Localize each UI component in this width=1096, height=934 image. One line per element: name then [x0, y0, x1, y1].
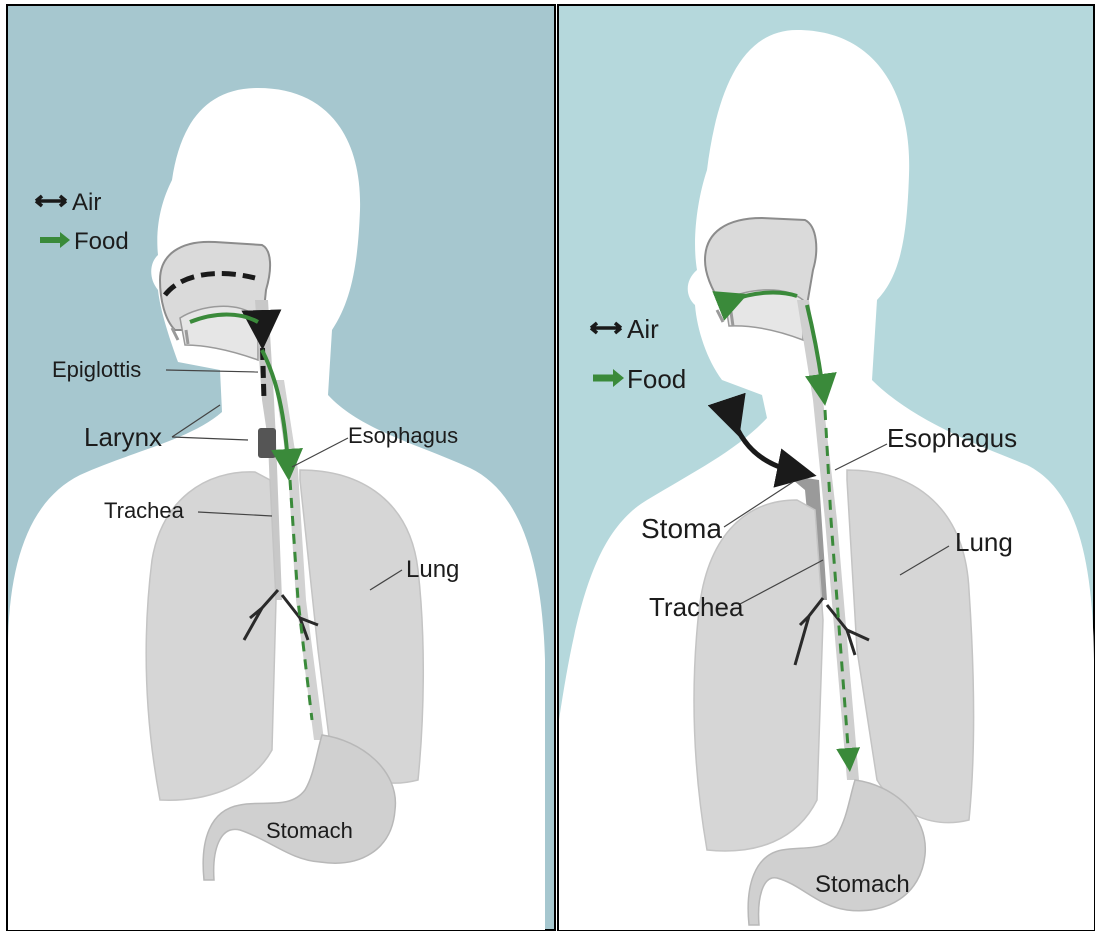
label-esophagus: Esophagus	[887, 423, 1017, 453]
legend-food-label: Food	[74, 228, 129, 255]
label-lung: Lung	[406, 556, 459, 583]
label-larynx: Larynx	[84, 422, 162, 452]
legend-food-label: Food	[627, 364, 686, 394]
legend-air-label: Air	[72, 189, 101, 216]
normal-anatomy-illustration: Air Food Epiglottis Larynx Esophagus Tra…	[0, 0, 557, 934]
laryngectomy-anatomy-panel: Air Food Esophagus Stoma Lung Trachea St…	[557, 0, 1096, 934]
laryngectomy-illustration: Air Food Esophagus Stoma Lung Trachea St…	[557, 0, 1096, 934]
label-trachea: Trachea	[104, 498, 185, 523]
legend-air-label: Air	[627, 314, 659, 344]
normal-anatomy-panel: Air Food Epiglottis Larynx Esophagus Tra…	[0, 0, 557, 934]
label-lung: Lung	[955, 527, 1013, 557]
larynx-block	[258, 428, 276, 458]
label-trachea: Trachea	[649, 592, 744, 622]
label-stoma: Stoma	[641, 513, 722, 544]
label-stomach: Stomach	[266, 818, 353, 843]
label-epiglottis: Epiglottis	[52, 357, 141, 382]
label-esophagus: Esophagus	[348, 423, 458, 448]
label-stomach: Stomach	[815, 871, 910, 898]
